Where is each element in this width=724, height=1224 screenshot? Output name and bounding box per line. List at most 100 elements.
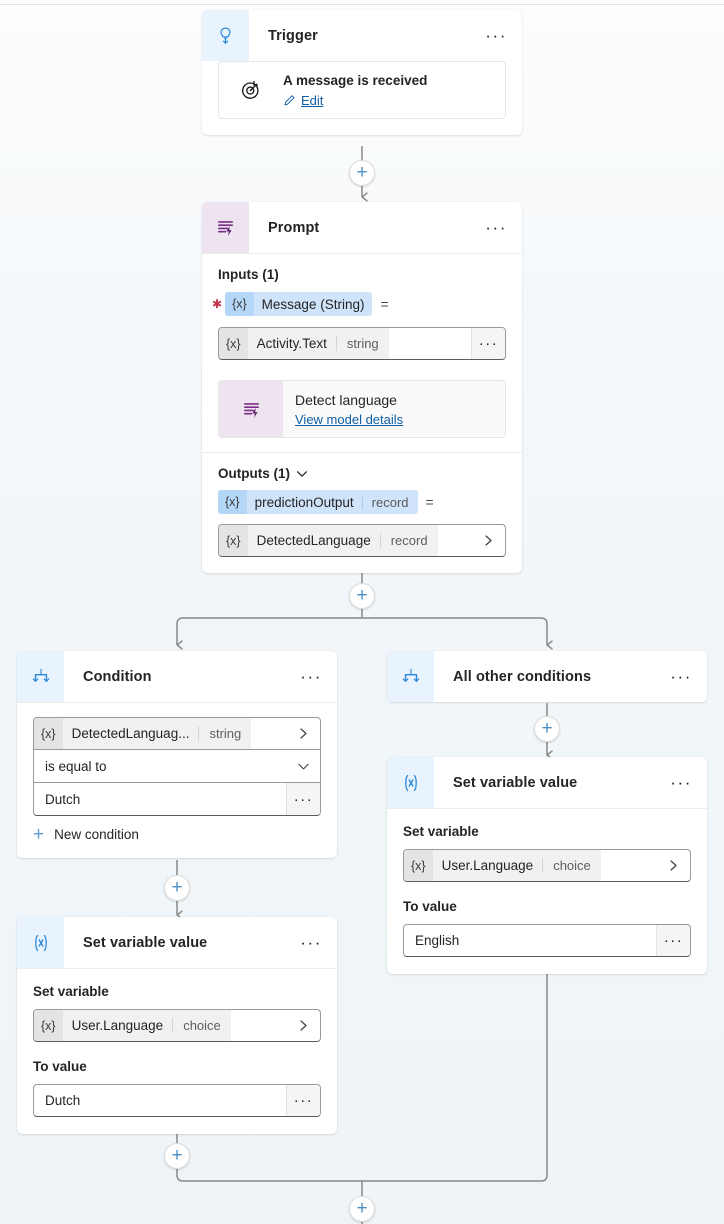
condition-header: Condition ··· [17, 651, 337, 702]
trigger-event-card[interactable]: A message is received Edit [218, 61, 506, 119]
prompt-outputs-label-row[interactable]: Outputs (1) [218, 466, 506, 481]
prompt-model-card[interactable]: Detect language View model details [218, 380, 506, 438]
prompt-input-value-name: Activity.Text [256, 336, 327, 351]
prompt-model-details-link[interactable]: View model details [295, 412, 404, 427]
trigger-more-button[interactable]: ··· [485, 25, 507, 45]
trigger-header: Trigger ··· [202, 10, 522, 61]
prompt-output-value-type: record [379, 533, 438, 548]
condition-variable-token: {x} DetectedLanguag... string [34, 718, 252, 749]
set-variable-right-to-value-field[interactable]: English ··· [403, 924, 691, 957]
plus-icon: + [356, 584, 368, 606]
condition-value-more-button[interactable]: ··· [286, 783, 320, 815]
set-variable-right-more-button[interactable]: ··· [670, 772, 692, 792]
prompt-input-value-field[interactable]: {x} Activity.Text string ··· [218, 327, 506, 360]
prompt-divider-2 [202, 452, 522, 453]
trigger-event-title: A message is received [283, 73, 428, 88]
prompt-input-value-more-button[interactable]: ··· [471, 328, 505, 359]
chevron-down-icon[interactable] [296, 468, 308, 480]
add-after-prompt-button[interactable]: + [349, 583, 375, 609]
set-variable-left-header: Set variable value ··· [17, 917, 337, 968]
variable-glyph: {x} [218, 490, 247, 514]
trigger-title: Trigger [268, 27, 318, 44]
prompt-output-value-name: DetectedLanguage [256, 533, 371, 548]
prompt-output-value-field[interactable]: {x} DetectedLanguage record [218, 524, 506, 557]
variable-glyph: {x} [34, 718, 63, 749]
condition-operator-dropdown[interactable]: is equal to [33, 750, 321, 783]
chevron-down-icon[interactable] [286, 760, 320, 773]
set-variable-right-to-value-more-button[interactable]: ··· [656, 925, 690, 956]
node-prompt[interactable]: Prompt ··· Inputs (1) ✱ {x} Message (Str… [202, 202, 522, 573]
condition-operator-value: is equal to [45, 758, 107, 774]
condition-variable-name: DetectedLanguag... [71, 726, 190, 741]
plus-icon: + [171, 876, 183, 898]
prompt-more-button[interactable]: ··· [485, 217, 507, 237]
set-variable-left-label: Set variable [33, 984, 109, 999]
all-other-conditions-title: All other conditions [453, 668, 592, 685]
variable-icon [387, 757, 434, 808]
variable-glyph: {x} [219, 328, 248, 359]
set-variable-right-divider [387, 808, 707, 809]
set-variable-left-variable-field[interactable]: {x} User.Language choice [33, 1009, 321, 1042]
add-after-all-other-conditions-button[interactable]: + [534, 716, 560, 742]
prompt-output-token[interactable]: {x} predictionOutput record [218, 490, 418, 514]
prompt-output-equals: = [425, 494, 434, 510]
prompt-header: Prompt ··· [202, 202, 522, 253]
variable-glyph: {x} [404, 850, 433, 881]
plus-icon: + [541, 717, 553, 739]
prompt-lines-bolt-icon [202, 202, 249, 253]
set-variable-left-more-button[interactable]: ··· [300, 932, 322, 952]
set-variable-right-variable-token: {x} User.Language choice [404, 850, 601, 881]
set-variable-left-to-value-field[interactable]: Dutch ··· [33, 1084, 321, 1117]
chevron-right-icon[interactable] [286, 1019, 320, 1032]
set-variable-left-divider [17, 968, 337, 969]
plus-icon: + [171, 1144, 183, 1166]
top-border-strip [0, 0, 724, 5]
all-other-conditions-more-button[interactable]: ··· [670, 666, 692, 686]
plus-icon: + [356, 1197, 368, 1219]
prompt-input-equals: = [380, 296, 389, 312]
condition-more-button[interactable]: ··· [300, 666, 322, 686]
set-variable-left-variable-token: {x} User.Language choice [34, 1010, 231, 1041]
set-variable-right-to-value-label: To value [403, 899, 457, 914]
set-variable-right-to-value: English [415, 933, 460, 948]
new-condition-button[interactable]: + New condition [33, 823, 321, 845]
pencil-icon [283, 94, 296, 107]
prompt-input-token[interactable]: {x} Message (String) [225, 292, 373, 316]
condition-value: Dutch [45, 791, 81, 807]
node-set-variable-right[interactable]: Set variable value ··· Set variable {x} … [387, 757, 707, 974]
condition-divider [17, 702, 337, 703]
set-variable-right-title: Set variable value [453, 774, 578, 791]
add-after-merge-button[interactable]: + [349, 1196, 375, 1222]
node-condition[interactable]: Condition ··· {x} DetectedLanguag... str… [17, 651, 337, 858]
set-variable-left-to-value-more-button[interactable]: ··· [286, 1085, 320, 1116]
variable-glyph: {x} [34, 1010, 63, 1041]
prompt-inputs-label: Inputs (1) [218, 267, 279, 282]
trigger-edit-link[interactable]: Edit [301, 93, 324, 108]
node-set-variable-left[interactable]: Set variable value ··· Set variable {x} … [17, 917, 337, 1134]
prompt-output-token-type: record [361, 494, 418, 510]
plus-icon: + [33, 823, 45, 845]
condition-value-field[interactable]: Dutch ··· [33, 783, 321, 816]
new-condition-label: New condition [54, 827, 139, 842]
chevron-right-icon[interactable] [656, 859, 690, 872]
add-after-set-variable-left-button[interactable]: + [164, 1143, 190, 1169]
prompt-lines-bolt-icon [219, 381, 283, 437]
chevron-right-icon[interactable] [471, 534, 505, 547]
prompt-output-token-row: {x} predictionOutput record = [218, 490, 506, 514]
set-variable-left-variable-name: User.Language [71, 1018, 164, 1033]
add-after-trigger-button[interactable]: + [349, 160, 375, 186]
target-icon [219, 62, 283, 118]
prompt-model-title: Detect language [295, 392, 397, 408]
set-variable-right-label: Set variable [403, 824, 479, 839]
prompt-input-value-type: string [335, 336, 389, 351]
condition-variable-field[interactable]: {x} DetectedLanguag... string [33, 717, 321, 750]
node-all-other-conditions[interactable]: All other conditions ··· [387, 651, 707, 702]
chevron-right-icon[interactable] [286, 727, 320, 740]
prompt-title: Prompt [268, 219, 320, 236]
node-trigger[interactable]: Trigger ··· A message is received [202, 10, 522, 135]
add-after-condition-button[interactable]: + [164, 875, 190, 901]
prompt-input-value-token: {x} Activity.Text string [219, 328, 389, 359]
plus-icon: + [356, 161, 368, 183]
condition-variable-type: string [198, 726, 251, 741]
set-variable-right-variable-field[interactable]: {x} User.Language choice [403, 849, 691, 882]
